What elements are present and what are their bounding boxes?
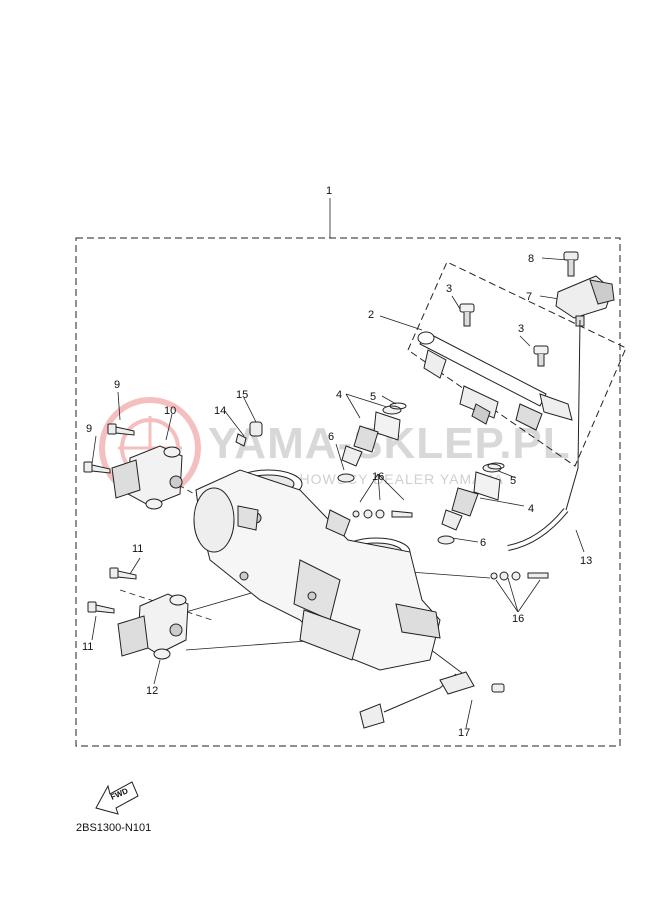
callout-16b: 16 [512,613,524,625]
callout-8: 8 [528,253,534,265]
callout-12: 12 [146,685,158,697]
callout-6b: 6 [480,537,486,549]
clip-part-14 [235,433,247,447]
figure-code: 2BS1300-N101 [76,822,152,834]
callout-17: 17 [458,727,470,739]
cap-part-15 [249,421,263,437]
callout-3b: 3 [518,323,524,335]
screw-part-3 [459,303,549,367]
forward-arrow-icon: FWD [95,781,139,815]
callout-14: 14 [214,405,226,417]
callout-13: 13 [580,555,592,567]
o-ring [337,402,505,545]
fuel-injector [341,405,502,531]
callout-4a: 4 [336,389,342,401]
callout-9a: 9 [114,379,120,391]
callout-numbers: 1 2 3 3 4 4 5 5 6 6 7 8 9 9 10 11 11 12 … [82,185,592,739]
callout-11b: 11 [82,641,93,653]
screw-kit-part-16 [352,509,549,581]
callout-9b: 9 [86,423,92,435]
bolt-part-9 [83,423,135,474]
callout-5b: 5 [510,475,516,487]
callout-16a: 16 [372,471,384,483]
callout-10: 10 [164,405,176,417]
callout-1: 1 [326,185,332,197]
throttle-body [193,469,441,671]
callout-3a: 3 [446,283,452,295]
fuel-rail [417,331,573,431]
bolt-part-11 [87,567,137,614]
callout-2: 2 [368,309,374,321]
callout-6a: 6 [328,431,334,443]
assembly-boundary [75,237,621,747]
vacuum-hose [507,319,581,551]
callout-4b: 4 [528,503,534,515]
callout-7: 7 [526,291,532,303]
throttle-position-sensor [111,445,183,510]
secondary-position-sensor [117,593,189,660]
bolt-part-8 [563,251,579,277]
callout-11a: 11 [132,543,143,555]
wire-harness [359,671,505,729]
leader-lines [91,198,585,729]
callout-15: 15 [236,389,248,401]
callout-5a: 5 [370,391,376,403]
